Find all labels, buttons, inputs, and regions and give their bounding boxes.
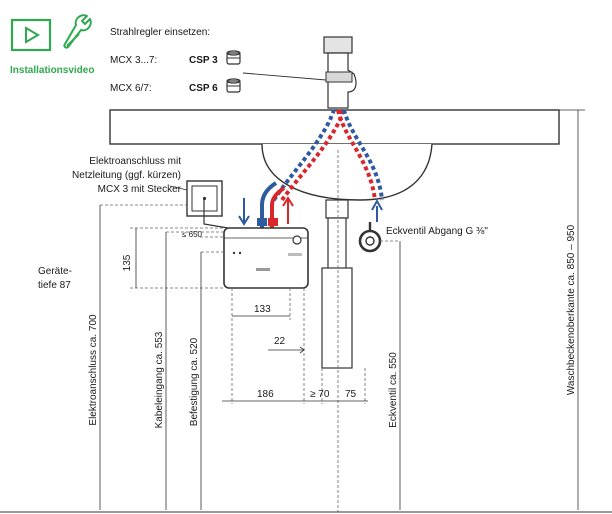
- cold-arrow-icon: [238, 198, 250, 226]
- dim-133: 133: [254, 304, 271, 315]
- hot-arrow-icon: [282, 196, 294, 224]
- electrical-label-1: Elektroanschluss mit: [89, 156, 181, 167]
- video-button[interactable]: [10, 18, 52, 52]
- dim-75: 75: [345, 389, 357, 400]
- dim-max-650: ≤ 650: [182, 230, 203, 239]
- aerator-icon: [226, 78, 241, 93]
- aerator-leader-line: [242, 72, 327, 81]
- video-label[interactable]: Installationsvideo: [10, 65, 94, 76]
- wall-socket: [186, 180, 223, 217]
- label-mounting-520: Befestigung ca. 520: [189, 337, 200, 426]
- play-icon: [25, 26, 40, 44]
- part-row-1: CSP 3: [189, 55, 218, 66]
- drain-pipe: [321, 199, 353, 369]
- angle-valve: [358, 198, 383, 253]
- water-heater: [223, 227, 309, 289]
- electrical-label-2: Netzleitung (ggf. kürzen): [72, 170, 181, 181]
- depth-label-1: Geräte-: [38, 266, 72, 277]
- depth-label-2: tiefe 87: [38, 280, 71, 291]
- video-frame: [10, 18, 52, 52]
- up-arrow-icon: [371, 198, 383, 211]
- angle-valve-label: Eckventil Abgang G ⅜": [386, 226, 488, 237]
- label-electrical-700: Elektroanschluss ca. 700: [88, 314, 99, 426]
- dim-135: 135: [122, 254, 133, 271]
- aerator-heading: Strahlregler einsetzen:: [110, 27, 210, 38]
- label-angle-valve-550: Eckventil ca. 550: [388, 352, 399, 428]
- model-row-1: MCX 3...7:: [110, 55, 157, 66]
- dimension-lines: [0, 109, 612, 513]
- wash-basin: [109, 109, 560, 201]
- label-basin-edge: Waschbeckenoberkante ca. 850 – 950: [566, 224, 577, 395]
- power-cable: [203, 199, 229, 229]
- wrench-icon: [63, 14, 92, 49]
- heater-pipes: [257, 181, 286, 228]
- faucet: [323, 36, 357, 109]
- part-row-2: CSP 6: [189, 83, 218, 94]
- electrical-label-3: MCX 3 mit Stecker: [98, 184, 182, 195]
- label-cable-553: Kabeleingang ca. 553: [154, 331, 165, 428]
- dim-186: 186: [257, 389, 274, 400]
- dim-70: ≥ 70: [310, 389, 330, 400]
- aerator-icon: [226, 50, 241, 65]
- dim-22: 22: [274, 336, 286, 347]
- model-row-2: MCX 6/7:: [110, 83, 152, 94]
- socket-leader-line: [169, 185, 188, 191]
